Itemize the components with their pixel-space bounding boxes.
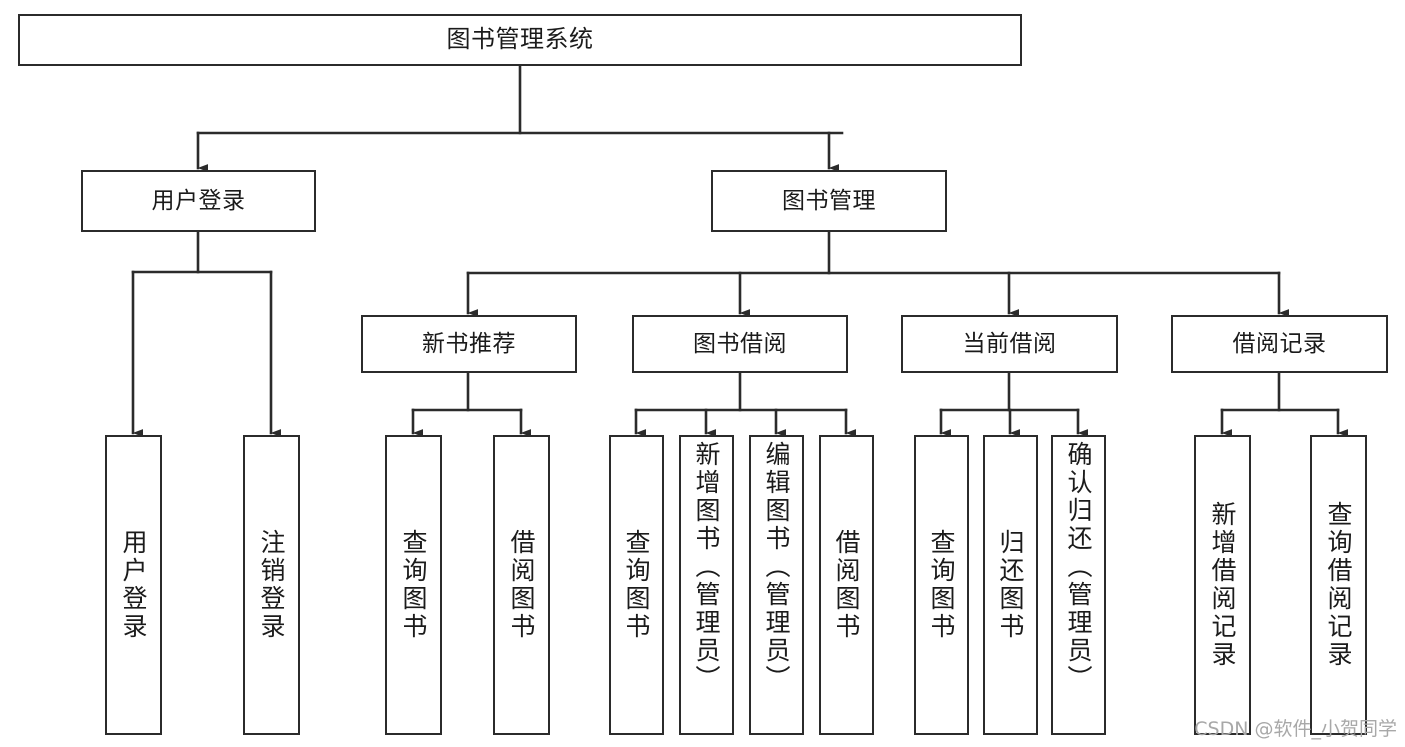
node-leaf-user-login[interactable]: 用户登录 — [105, 435, 162, 735]
node-current-borrow[interactable]: 当前借阅 — [901, 315, 1118, 373]
node-leaf-return-book[interactable]: 归还图书 — [983, 435, 1038, 735]
node-label: 借阅图书 — [507, 529, 536, 641]
node-new-book-recommend[interactable]: 新书推荐 — [361, 315, 577, 373]
node-leaf-borrow-book-1[interactable]: 借阅图书 — [493, 435, 550, 735]
node-leaf-query-book-3[interactable]: 查询图书 — [914, 435, 969, 735]
node-label: 借阅图书 — [832, 529, 861, 641]
node-label: 编辑图书（管理员） — [762, 441, 791, 693]
node-label: 确认归还（管理员） — [1064, 441, 1093, 693]
node-label: 图书管理系统 — [446, 25, 594, 54]
node-user-login[interactable]: 用户登录 — [81, 170, 316, 232]
node-root-book-management-system[interactable]: 图书管理系统 — [18, 14, 1022, 66]
node-label: 归还图书 — [996, 529, 1025, 641]
node-leaf-edit-book[interactable]: 编辑图书（管理员） — [749, 435, 804, 735]
node-label: 图书管理 — [782, 187, 876, 214]
node-book-manage[interactable]: 图书管理 — [711, 170, 947, 232]
node-leaf-query-book-2[interactable]: 查询图书 — [609, 435, 664, 735]
node-label: 新增借阅记录 — [1208, 501, 1237, 669]
node-label: 注销登录 — [257, 529, 286, 641]
node-leaf-borrow-book-2[interactable]: 借阅图书 — [819, 435, 874, 735]
node-leaf-query-record[interactable]: 查询借阅记录 — [1310, 435, 1367, 735]
node-leaf-confirm-return[interactable]: 确认归还（管理员） — [1051, 435, 1106, 735]
node-label: 图书借阅 — [693, 330, 787, 357]
node-label: 新书推荐 — [422, 330, 516, 357]
node-leaf-user-logout[interactable]: 注销登录 — [243, 435, 300, 735]
node-label: 查询图书 — [927, 529, 956, 641]
node-label: 查询图书 — [399, 529, 428, 641]
node-label: 用户登录 — [119, 529, 148, 641]
node-leaf-add-book[interactable]: 新增图书（管理员） — [679, 435, 734, 735]
node-label: 借阅记录 — [1232, 330, 1327, 357]
node-label: 新增图书（管理员） — [692, 441, 721, 693]
node-leaf-add-record[interactable]: 新增借阅记录 — [1194, 435, 1251, 735]
node-label: 用户登录 — [151, 187, 246, 214]
node-label: 查询图书 — [622, 529, 651, 641]
node-borrow-record[interactable]: 借阅记录 — [1171, 315, 1388, 373]
node-label: 查询借阅记录 — [1324, 501, 1353, 669]
node-book-borrow[interactable]: 图书借阅 — [632, 315, 848, 373]
csdn-watermark: CSDN @软件_小贺同学 — [1194, 718, 1397, 740]
node-label: 当前借阅 — [962, 330, 1057, 357]
node-leaf-query-book-1[interactable]: 查询图书 — [385, 435, 442, 735]
